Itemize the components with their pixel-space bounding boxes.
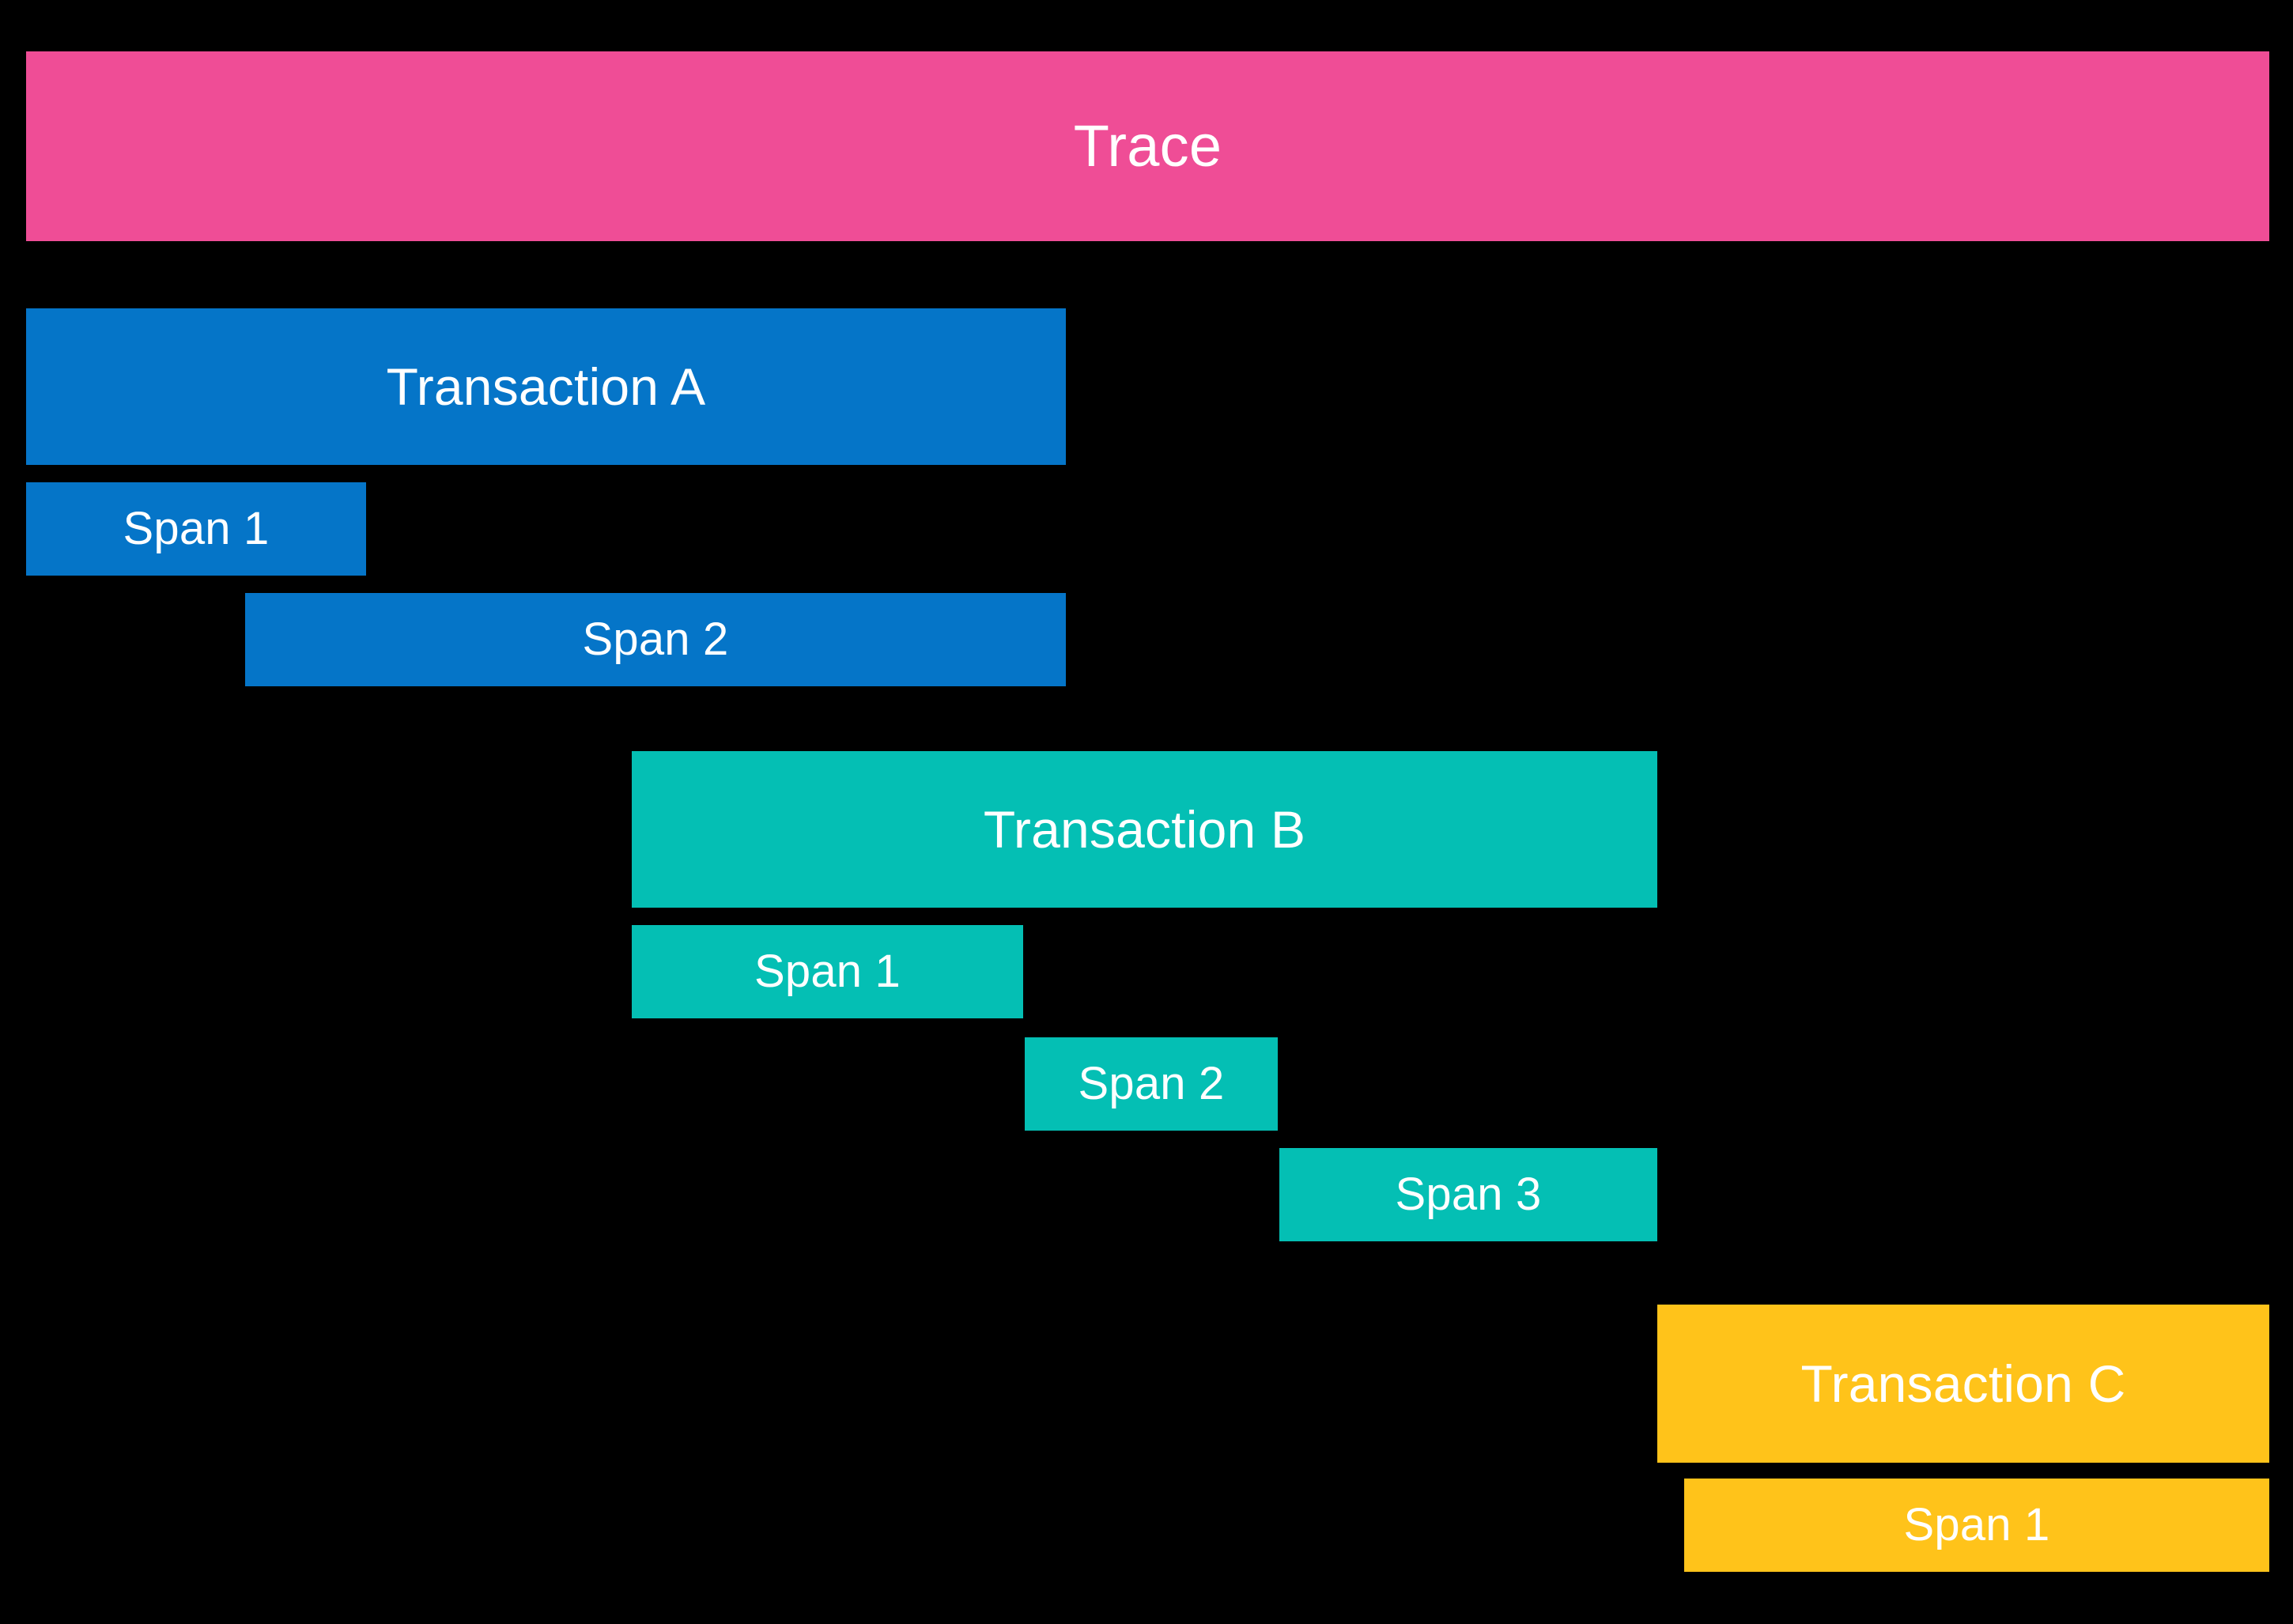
bar-transaction-a-span-2[interactable]: Span 2 [245, 593, 1066, 686]
bar-label-transaction-a-span-1: Span 1 [123, 503, 270, 554]
bar-label-trace: Trace [1073, 113, 1222, 179]
bar-label-transaction-b: Transaction B [983, 800, 1306, 859]
bar-transaction-a-span-1[interactable]: Span 1 [26, 482, 366, 576]
bar-label-transaction-c-span-1: Span 1 [1903, 1499, 2050, 1550]
bar-label-transaction-a-span-2: Span 2 [582, 614, 729, 665]
bar-transaction-c[interactable]: Transaction C [1657, 1305, 2269, 1463]
bar-trace[interactable]: Trace [26, 51, 2269, 241]
bar-label-transaction-b-span-2: Span 2 [1078, 1058, 1225, 1109]
bar-transaction-b[interactable]: Transaction B [632, 751, 1657, 908]
bar-transaction-b-span-1[interactable]: Span 1 [632, 925, 1023, 1018]
bar-transaction-b-span-3[interactable]: Span 3 [1279, 1148, 1657, 1241]
bar-transaction-c-span-1[interactable]: Span 1 [1684, 1479, 2269, 1572]
bar-transaction-a[interactable]: Transaction A [26, 308, 1066, 465]
bar-label-transaction-b-span-3: Span 3 [1395, 1169, 1542, 1220]
bar-label-transaction-b-span-1: Span 1 [754, 946, 901, 997]
bar-label-transaction-a: Transaction A [386, 357, 706, 416]
bar-transaction-b-span-2[interactable]: Span 2 [1025, 1037, 1278, 1131]
bar-label-transaction-c: Transaction C [1800, 1354, 2126, 1413]
